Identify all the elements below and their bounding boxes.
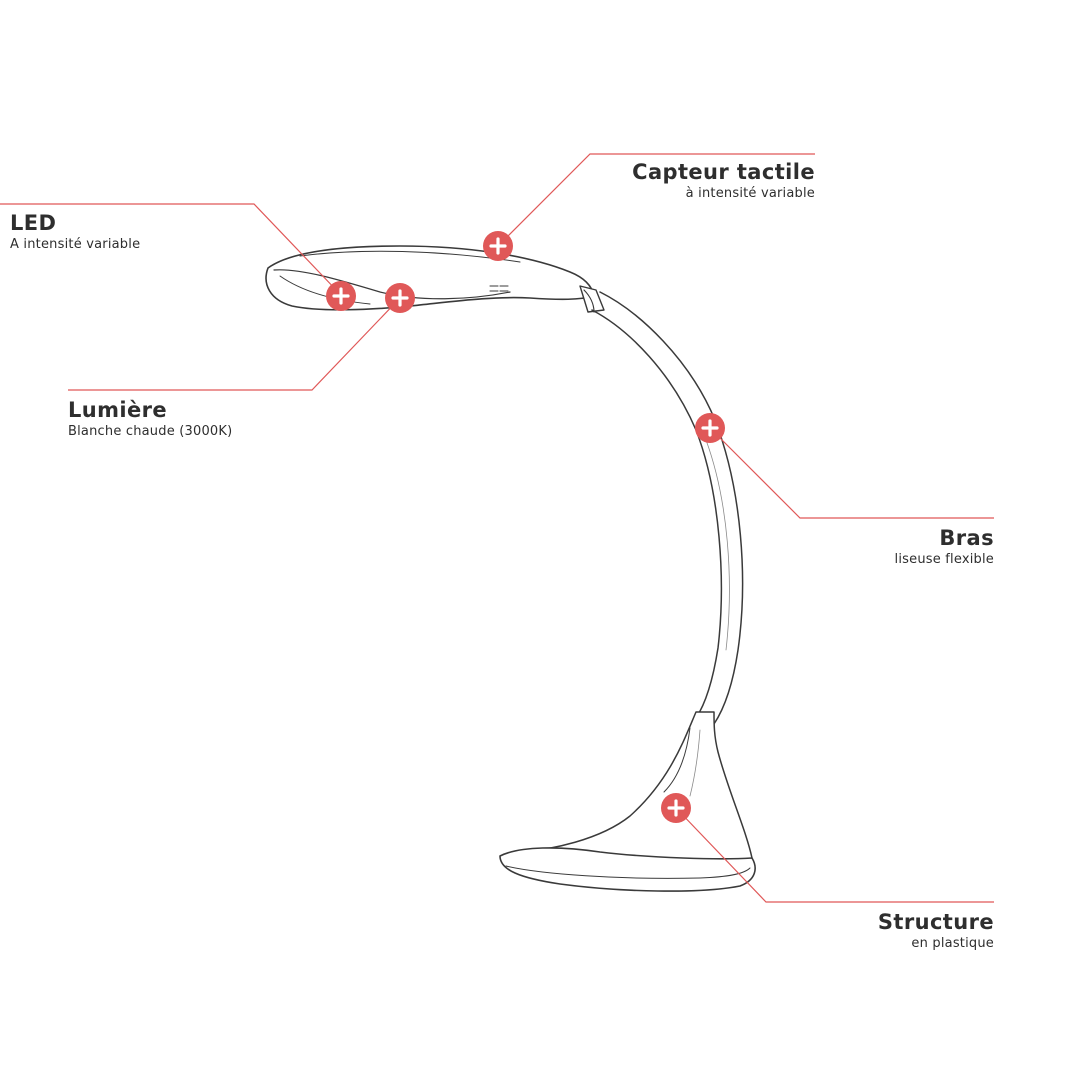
leader-line-structure xyxy=(675,807,994,903)
hotspot-led[interactable] xyxy=(326,281,356,311)
lamp-arm-shade xyxy=(705,439,730,651)
hotspot-lumiere[interactable] xyxy=(385,283,415,313)
lamp-base-stem-crease xyxy=(663,727,691,793)
leader-line-led xyxy=(0,203,341,295)
callout-led: LED A intensité variable xyxy=(10,210,140,254)
hotspot-bras[interactable] xyxy=(695,413,725,443)
leader-line-lumiere xyxy=(68,297,401,391)
callout-led-title: LED xyxy=(10,211,57,235)
callout-structure-title: Structure xyxy=(877,910,994,934)
plus-icon xyxy=(667,799,685,817)
plus-icon xyxy=(332,287,350,305)
hotspots xyxy=(326,231,725,823)
callout-structure: Structure en plastique xyxy=(878,909,994,953)
callout-capteur-subtitle: à intensité variable xyxy=(685,186,815,201)
callout-led-subtitle: A intensité variable xyxy=(10,237,141,252)
lamp-head-lens-edge xyxy=(279,275,371,305)
lamp-head-vents xyxy=(489,285,509,292)
leader-line-capteur xyxy=(497,153,815,247)
callout-structure-subtitle: en plastique xyxy=(911,936,994,951)
lamp-base-plate-rim xyxy=(505,865,751,879)
leader-lines xyxy=(0,153,994,903)
plus-icon xyxy=(701,419,719,437)
lamp-arm-outer xyxy=(599,291,744,725)
leader-line-bras xyxy=(709,427,994,519)
lamp-base-plate xyxy=(499,847,756,892)
lamp-head-lens xyxy=(273,269,511,300)
hotspot-capteur[interactable] xyxy=(483,231,513,261)
lamp-arm-inner xyxy=(591,309,723,719)
callout-lumiere: Lumière Blanche chaude (3000K) xyxy=(68,397,232,441)
plus-icon xyxy=(391,289,409,307)
lamp-base-stem-crease-2 xyxy=(689,729,701,797)
callout-capteur-title: Capteur tactile xyxy=(632,160,815,184)
callout-bras: Bras liseuse flexible xyxy=(895,525,994,569)
callout-bras-subtitle: liseuse flexible xyxy=(894,552,994,567)
lamp-head-outline xyxy=(265,245,595,311)
callout-bras-title: Bras xyxy=(939,526,994,550)
lamp-base-stem xyxy=(519,711,753,868)
callout-lumiere-title: Lumière xyxy=(68,398,168,422)
plus-icon xyxy=(489,237,507,255)
lamp-neck-cap xyxy=(583,289,595,313)
hotspot-structure[interactable] xyxy=(661,793,691,823)
callout-capteur: Capteur tactile à intensité variable xyxy=(632,159,815,203)
callout-lumiere-subtitle: Blanche chaude (3000K) xyxy=(68,424,233,439)
